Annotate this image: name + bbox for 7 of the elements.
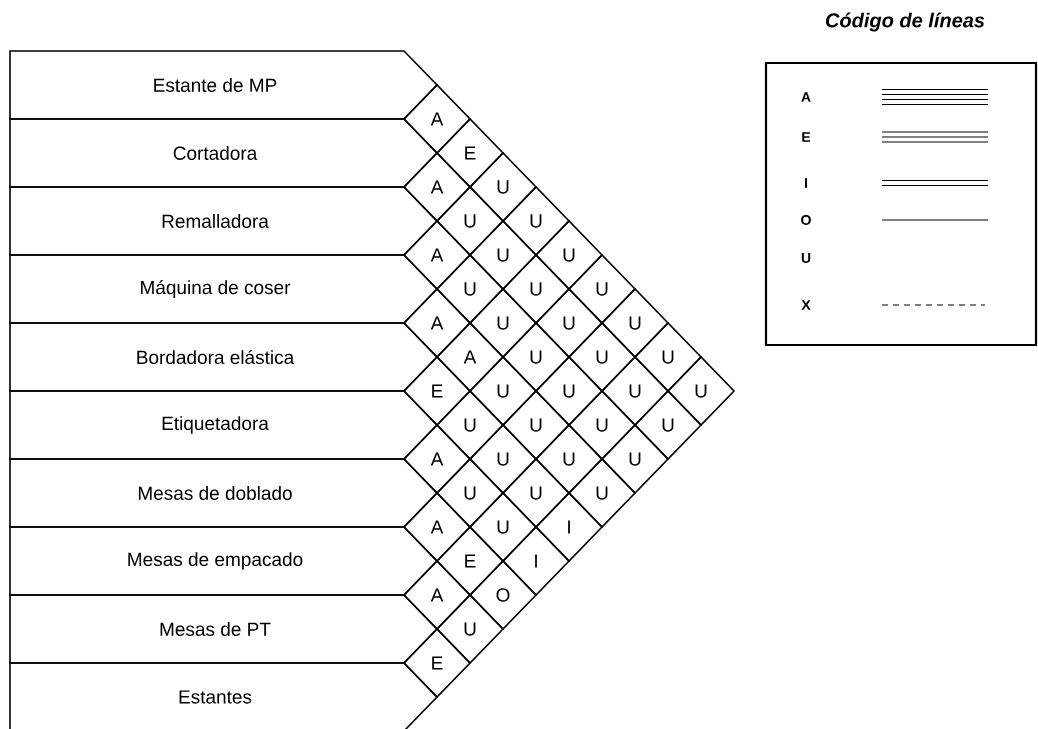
legend-letter: A [801,92,811,102]
legend-letter: I [805,178,807,188]
legend-letter: U [801,253,811,263]
legend-letter: X [801,300,811,310]
legend-title: Código de líneas [825,12,985,32]
legend-letter: O [801,215,811,225]
legend-letter: E [802,132,811,142]
